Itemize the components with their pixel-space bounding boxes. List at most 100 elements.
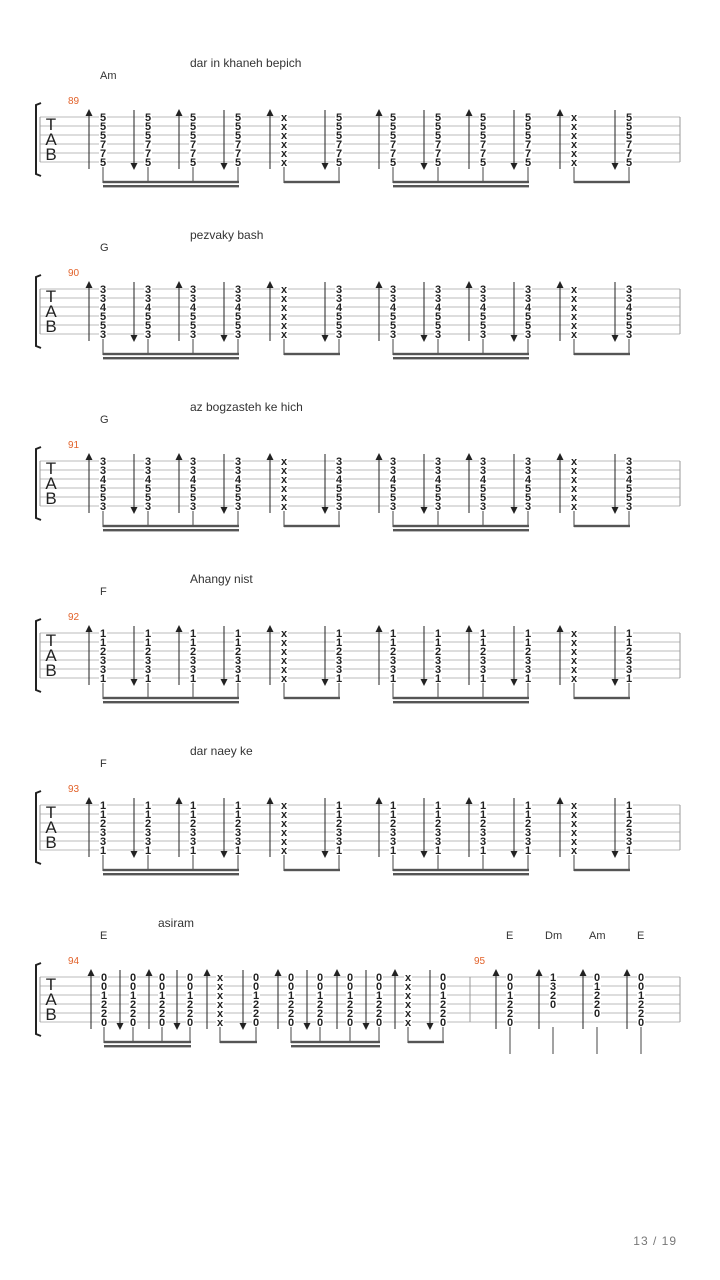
fret-number: x — [281, 637, 288, 649]
fret-number: 1 — [190, 809, 196, 821]
fret-number: 5 — [336, 311, 342, 323]
fret-number: 0 — [288, 972, 294, 984]
fret-number: 7 — [626, 148, 632, 160]
beam — [103, 873, 239, 876]
fret-number: 7 — [525, 148, 531, 160]
fret-number: x — [571, 157, 578, 169]
fret-number: 3 — [525, 293, 531, 305]
fret-number: 0 — [594, 1008, 600, 1020]
measure-number: 95 — [474, 956, 486, 967]
strum-down-arrow — [420, 798, 428, 858]
system-bracket — [35, 618, 42, 693]
tab-clef-letter: B — [45, 489, 56, 508]
fret-number: 3 — [525, 664, 531, 676]
strum-up-arrow — [175, 453, 183, 513]
fret-number: x — [571, 483, 578, 495]
fret-number: 0 — [159, 972, 165, 984]
fret-number: 2 — [253, 999, 259, 1011]
fret-number: 5 — [390, 157, 396, 169]
chord-name: E — [637, 930, 645, 942]
fret-number: x — [281, 302, 288, 314]
tab-clef-letter: B — [45, 317, 56, 336]
strum-up-arrow — [465, 281, 473, 341]
fret-number: 0 — [288, 1017, 294, 1029]
tab-clef-letter: A — [45, 130, 57, 149]
fret-number: 3 — [480, 501, 486, 513]
fret-number: 7 — [190, 148, 196, 160]
tab-staff: TAB334553334553334553334553xxxxxx3345533… — [35, 446, 681, 532]
strum-up-arrow — [333, 969, 341, 1029]
fret-number: 4 — [336, 302, 343, 314]
fret-number: 2 — [159, 1008, 165, 1020]
fret-number: 3 — [390, 655, 396, 667]
fret-number: x — [281, 492, 288, 504]
strum-down-arrow — [611, 798, 619, 858]
fret-number: 2 — [525, 646, 531, 658]
fret-number: 0 — [159, 981, 165, 993]
fret-number: 5 — [435, 121, 441, 133]
fret-number: x — [571, 139, 578, 151]
fret-number: 5 — [435, 320, 441, 332]
beam — [284, 180, 340, 184]
fret-number: 3 — [190, 655, 196, 667]
fret-number: 2 — [190, 818, 196, 830]
fret-number: x — [571, 655, 578, 667]
fret-number: 0 — [507, 972, 513, 984]
beam — [408, 1040, 444, 1044]
strum-down-arrow — [510, 110, 518, 170]
fret-number: 0 — [317, 1017, 323, 1029]
fret-number: 3 — [235, 664, 241, 676]
fret-number: 5 — [390, 320, 396, 332]
fret-number: 3 — [190, 329, 196, 341]
fret-number: x — [571, 320, 578, 332]
fret-number: 2 — [100, 818, 106, 830]
fret-number: 3 — [100, 293, 106, 305]
fret-number: 3 — [626, 329, 632, 341]
fret-number: 3 — [100, 456, 106, 468]
strum-up-arrow — [579, 969, 587, 1029]
fret-number: 5 — [626, 112, 632, 124]
fret-number: x — [281, 112, 288, 124]
fret-number: 3 — [100, 501, 106, 513]
strum-down-arrow — [611, 626, 619, 686]
strum-up-arrow — [556, 453, 564, 513]
fret-number: 1 — [190, 800, 196, 812]
system-bracket — [35, 790, 42, 865]
tab-staff: TAB555775555775555775555775xxxxxx5557755… — [35, 102, 681, 188]
fret-number: 4 — [100, 474, 107, 486]
fret-number: 1 — [594, 981, 600, 993]
fret-number: 5 — [336, 121, 342, 133]
strum-down-arrow — [220, 282, 228, 342]
fret-number: 2 — [145, 646, 151, 658]
system-bracket — [35, 102, 42, 177]
strum-down-arrow — [611, 454, 619, 514]
tab-clef-letter: T — [46, 803, 56, 822]
fret-number: x — [281, 628, 288, 640]
fret-number: 0 — [347, 1017, 353, 1029]
fret-number: 5 — [235, 130, 241, 142]
fret-number: 0 — [130, 1017, 136, 1029]
strum-up-arrow — [556, 281, 564, 341]
beam — [393, 868, 529, 872]
fret-number: 5 — [435, 130, 441, 142]
fret-number: 4 — [525, 302, 532, 314]
fret-number: 3 — [190, 465, 196, 477]
fret-number: 1 — [190, 628, 196, 640]
fret-number: 7 — [235, 148, 241, 160]
fret-number: 2 — [336, 818, 342, 830]
fret-number: x — [571, 800, 578, 812]
fret-number: 5 — [145, 492, 151, 504]
